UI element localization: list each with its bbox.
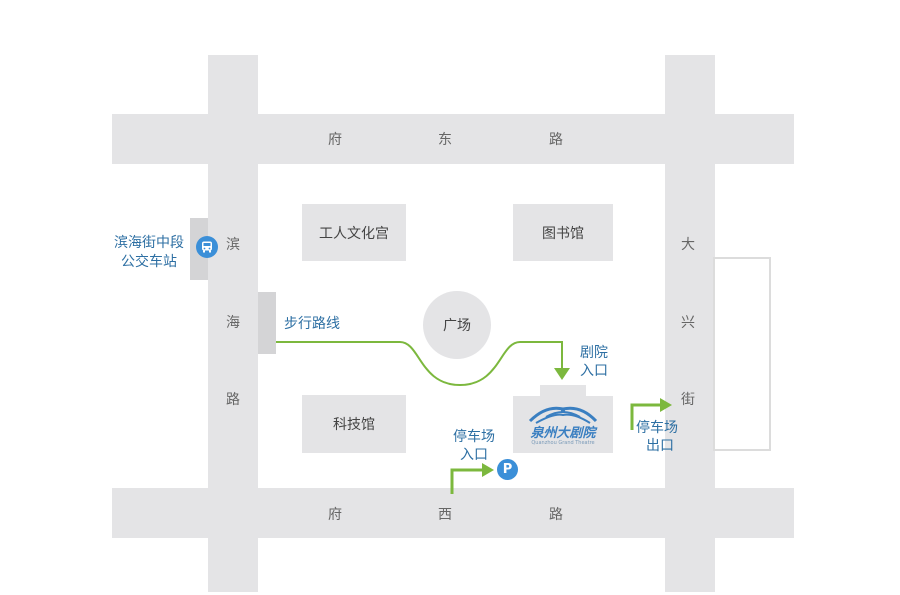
- theater-entry-label-line1: 剧院: [580, 345, 608, 361]
- square-label: 广场: [443, 318, 471, 334]
- parking-icon: P: [497, 459, 518, 480]
- grand-theatre: 泉州大剧院 Quanzhou Grand Theatre: [513, 396, 613, 453]
- bus-glyph-icon: [202, 241, 212, 253]
- road-label-bottom-1: 府: [328, 507, 342, 523]
- science-museum-label: 科技馆: [333, 417, 375, 433]
- road-daxing: [665, 55, 715, 592]
- parking-entry-label-line1: 停车场: [453, 429, 495, 445]
- road-label-right-3: 街: [681, 392, 695, 408]
- walking-route-line: [276, 341, 563, 387]
- workers-cultural-palace-label: 工人文化宫: [319, 225, 389, 242]
- bus-stop-icon: [196, 236, 218, 258]
- workers-cultural-palace: 工人文化宫: [302, 204, 406, 261]
- theatre-subtitle: Quanzhou Grand Theatre: [531, 440, 595, 447]
- road-label-left-1: 滨: [226, 237, 240, 253]
- road-label-left-2: 海: [226, 315, 240, 331]
- road-label-top-2: 东: [438, 132, 452, 148]
- parking-entry-arrow: [482, 463, 494, 477]
- road-label-bottom-2: 西: [438, 507, 452, 523]
- road-label-left-3: 路: [226, 392, 240, 408]
- theatre-name: 泉州大剧院: [530, 425, 596, 441]
- road-label-top-1: 府: [328, 132, 342, 148]
- road-label-right-2: 兴: [681, 315, 695, 331]
- parking-entry-label-line2: 入口: [460, 447, 488, 463]
- road-label-top-3: 路: [549, 132, 563, 148]
- road-label-bottom-3: 路: [549, 507, 563, 523]
- parking-exit-arrow: [660, 398, 672, 412]
- theater-entry-arrow: [554, 368, 570, 380]
- parking-exit-label: 停车场 出口: [636, 419, 678, 455]
- library: 图书馆: [513, 204, 613, 261]
- library-label: 图书馆: [542, 225, 584, 242]
- theatre-logo-icon: [528, 406, 598, 424]
- parking-exit-route: [630, 403, 662, 430]
- parking-entry-route: [450, 468, 484, 494]
- bus-station-label-line2: 公交车站: [121, 254, 177, 270]
- theatre-roof: [540, 385, 586, 396]
- theater-entry-label-line2: 入口: [580, 363, 608, 379]
- parking-entry-label: 停车场 入口: [444, 428, 504, 464]
- square: 广场: [423, 291, 491, 359]
- bus-station-label-line1: 滨海街中段: [114, 235, 184, 251]
- parking-exit-label-line1: 停车场: [636, 420, 678, 436]
- walkway-entry: [258, 292, 276, 354]
- building-outline-right: [713, 257, 771, 451]
- road-label-right-1: 大: [681, 237, 695, 253]
- bus-station-label: 滨海街中段 公交车站: [108, 234, 190, 272]
- road-binhai: [208, 55, 258, 592]
- walking-route-label: 步行路线: [284, 316, 340, 332]
- theater-entry-label: 剧院 入口: [580, 344, 608, 380]
- parking-symbol: P: [502, 462, 513, 477]
- science-museum: 科技馆: [302, 395, 406, 453]
- parking-exit-label-line2: 出口: [646, 438, 674, 454]
